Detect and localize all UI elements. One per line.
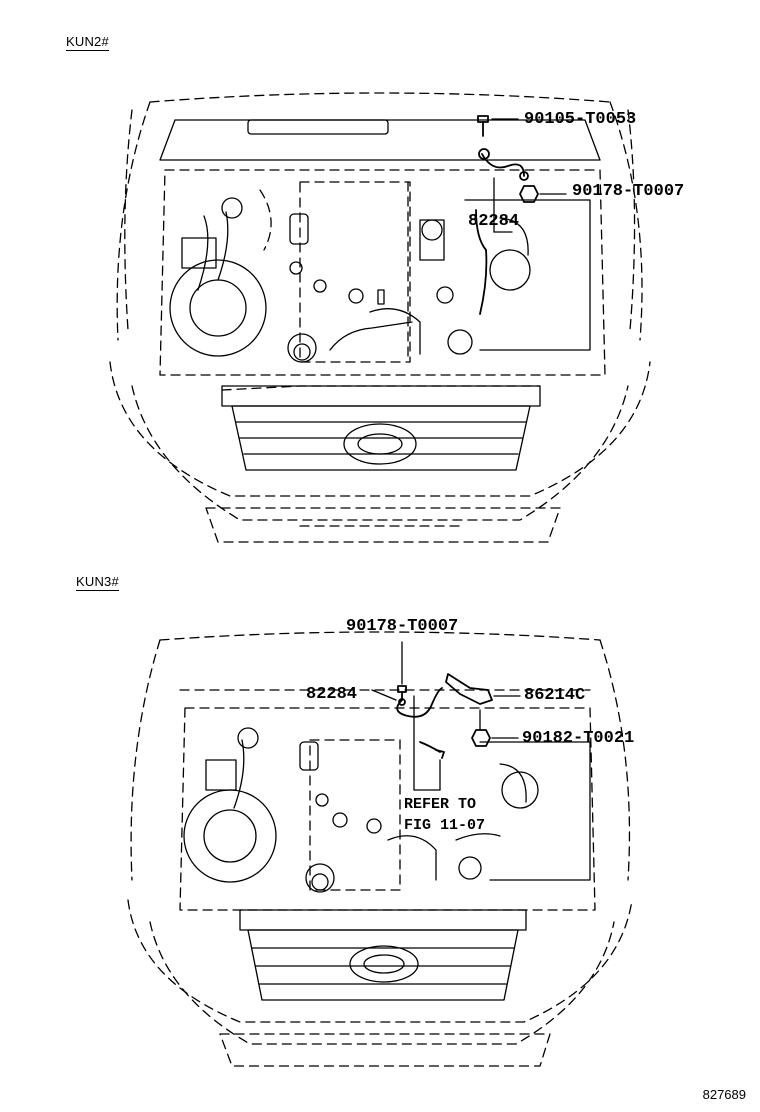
figure-number: 827689 bbox=[702, 1087, 746, 1102]
callout-bolt-90182: 90182-T0021 bbox=[522, 729, 635, 748]
variant-code-kun3: KUN3# bbox=[76, 574, 119, 591]
engine-block bbox=[299, 181, 411, 363]
callout-ground-cable-82284-kun3: 82284 bbox=[306, 685, 358, 704]
variant-code-kun2: KUN2# bbox=[66, 34, 109, 51]
callout-nut-90178-kun3: 90178-T0007 bbox=[346, 617, 459, 636]
refer-note-line1: REFER TO bbox=[404, 796, 477, 813]
emblem bbox=[343, 423, 417, 465]
engine-bay-illustration-kun2 bbox=[109, 92, 651, 543]
engine-bay-illustration-kun3 bbox=[127, 631, 633, 1067]
bolt-glyph bbox=[477, 115, 489, 123]
callout-bolt-90105: 90105-T0053 bbox=[524, 110, 637, 129]
callout-ground-cable-82284: 82284 bbox=[468, 212, 520, 231]
nut-glyph-kun3 bbox=[397, 685, 407, 693]
bolt-glyph-kun3 bbox=[471, 729, 491, 747]
leader-cable-kun3 bbox=[371, 689, 397, 701]
callout-bracket-86214c: 86214C bbox=[524, 686, 586, 705]
refer-note-line2: FIG 11-07 bbox=[404, 817, 486, 834]
front-grille bbox=[231, 405, 531, 471]
fan-shroud bbox=[169, 259, 267, 357]
callout-nut-90178: 90178-T0007 bbox=[572, 182, 685, 201]
hood-edge bbox=[149, 92, 611, 103]
bracket-glyph bbox=[445, 673, 493, 705]
ground-cable-wire bbox=[481, 153, 525, 177]
ground-cable-wire-kun3 bbox=[396, 687, 443, 718]
nut-glyph bbox=[519, 185, 539, 203]
